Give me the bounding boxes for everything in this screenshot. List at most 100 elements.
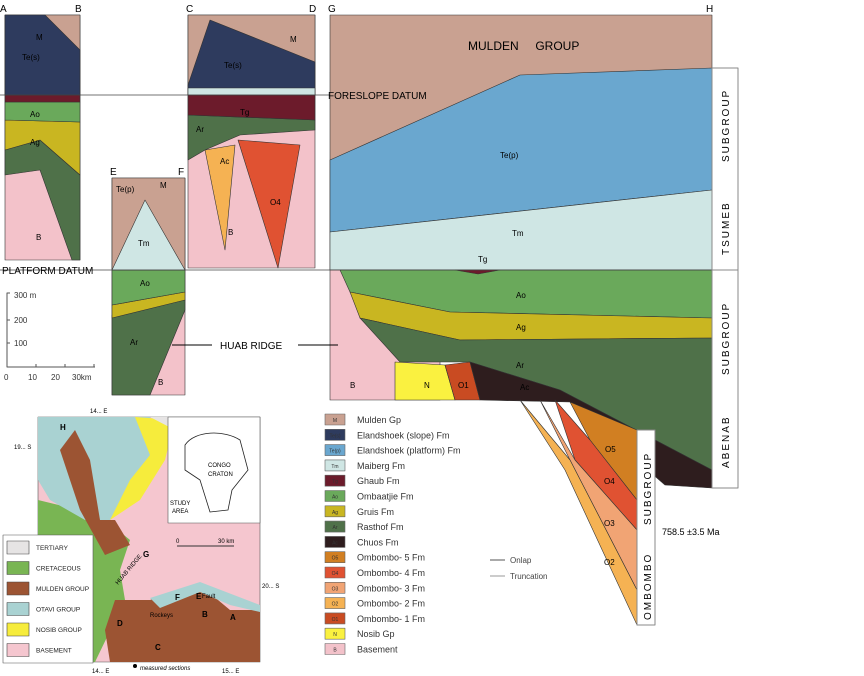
diagram-label: 100 [14,339,28,348]
truncation-label: Truncation [510,572,548,581]
abenab-label: ABENAB [721,415,732,468]
diagram-label: Ag [30,138,40,147]
diagram-label: 30 km [218,539,234,545]
section-a-b [4,14,81,261]
diagram-label: O5 [605,445,616,454]
diagram-label: Ar [516,361,524,370]
diagram-label: Rockeys [150,613,173,619]
legend-swatch [324,597,346,609]
legend-swatch [324,505,346,518]
section-c-d [187,14,316,269]
legend-code: O4 [332,571,339,577]
map-legend-label: BASEMENT [36,648,72,655]
legend-code: B [333,648,337,654]
diagram-label: B [36,233,41,242]
section-letter-C: C [186,4,193,15]
diagram-label: STUDY [170,501,190,507]
legend-swatch [324,612,346,625]
legend-swatch [324,566,346,579]
diagram-label: Ag [516,323,526,332]
legend-swatch [324,581,346,594]
diagram-label: Ao [140,279,150,288]
map-legend-swatch [6,540,30,555]
diagram-label: M [290,35,297,44]
diagram-label: H [60,423,66,432]
diagram-label: C [155,643,161,652]
legend-swatch [324,459,346,472]
legend-label: Basement [357,645,398,655]
legend-label: Gruis Fm [357,507,394,517]
diagram-label: Te(s) [22,53,40,62]
measured-section-dot-icon [133,664,137,668]
diagram-label: 30km [72,373,92,382]
map-legend-label: TERTIARY [36,545,69,552]
diagram-label: Ac [520,383,529,392]
platform-datum-label: PLATFORM DATUM [2,266,93,277]
diagram-label: E [196,592,202,601]
diagram-label: N [424,381,430,390]
legend-code: Te(s) [329,433,340,439]
legend-swatch [324,474,346,487]
legend-code: Ag [332,510,338,516]
ombombo-subgroup-label: SUBGROUP [643,452,654,525]
legend-swatch [324,627,346,640]
section-letter-G: G [328,4,336,15]
diagram-label: B [202,610,208,619]
map-legend-swatch [6,561,30,575]
legend-item: Te(s)Elandshoek (slope) Fm [324,428,450,441]
legend-swatch [324,551,346,564]
unit-Ao [4,101,81,123]
legend-code: Te(p) [329,449,341,455]
africa-inset [167,416,261,524]
legend-label: Ombombo- 2 Fm [357,599,425,609]
legend-label: Maiberg Fm [357,461,405,471]
legend-label: Ombombo- 4 Fm [357,568,425,578]
diagram-label: Tg [240,108,249,117]
section-letter-D: D [309,4,316,15]
map-legend-item: NOSIB GROUP [6,622,82,637]
diagram-shape [6,292,95,368]
section-letter-F: F [178,167,184,178]
diagram-label: 15... E [222,669,239,675]
diagram-label: CRATON [208,472,233,478]
diagram-label: CONGO [208,463,231,469]
legend-swatch [324,428,346,441]
map-legend-swatch [6,622,30,637]
legend-swatch [324,643,346,655]
section-letter-A: A [0,4,7,15]
abenab-subgroup-label: SUBGROUP [721,302,732,375]
foreslope-datum-label: FORESLOPE DATUM [328,91,427,102]
legend-label: Ombombo- 3 Fm [357,583,425,593]
huab-ridge-label: HUAB RIDGE [220,341,283,352]
section-letter-E: E [110,167,117,178]
diagram-label: 20 [51,373,60,382]
diagram-label: O2 [604,558,615,567]
map-legend-item: MULDEN GROUP [6,581,89,596]
diagram-label: 14... E [92,669,109,675]
legend-code: Ac [332,540,338,546]
legend-item: B Basement [324,643,398,655]
legend-label: Nosib Gp [357,629,395,639]
diagram-label: Te(p) [116,185,135,194]
legend-label: Mulden Gp [357,415,401,425]
ombombo-label: OMBOMBO [643,553,654,620]
scale-bar [6,292,95,368]
diagram-label: Ao [516,291,526,300]
map-legend-box [2,534,94,664]
diagram-label: B [158,378,163,387]
diagram-label: 0 [4,373,9,382]
diagram-label: 10 [28,373,37,382]
diagram-label: O4 [604,477,615,486]
diagram-label: F [175,593,180,602]
diagram-label: Ao [30,110,40,119]
